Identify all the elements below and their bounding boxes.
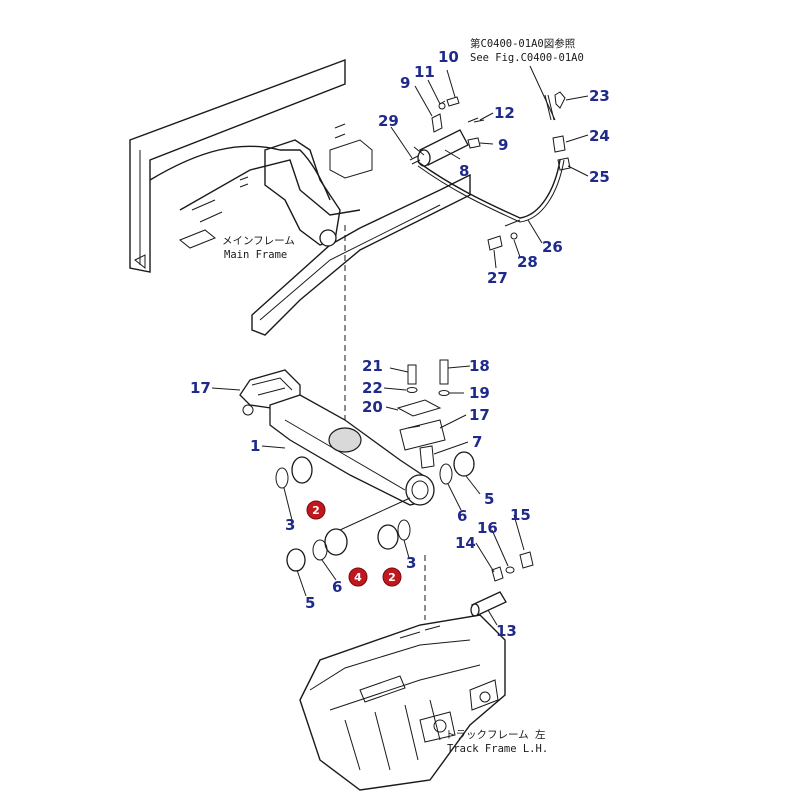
badge-2-upper: 2	[306, 500, 326, 520]
part-label-15: 15	[510, 506, 531, 524]
pin-and-bolt-group	[470, 551, 534, 617]
part-label-8: 8	[459, 162, 469, 180]
part-label-5-right: 5	[484, 490, 494, 508]
part-label-19: 19	[469, 384, 490, 402]
badge-2-upper-text: 2	[312, 504, 320, 517]
part-label-22: 22	[362, 379, 383, 397]
part-label-12: 12	[494, 104, 515, 122]
main-frame-drawing	[129, 58, 471, 336]
bolt-and-bracket-group	[396, 359, 450, 469]
main-frame-label-jp: メインフレーム	[222, 235, 295, 247]
part-label-21: 21	[362, 357, 383, 375]
part-label-1: 1	[250, 437, 260, 455]
reference-leader	[529, 65, 556, 121]
part-label-17-right: 17	[469, 406, 490, 424]
badge-4: 4	[348, 567, 368, 587]
part-label-24: 24	[589, 127, 610, 145]
part-label-18: 18	[469, 357, 490, 375]
reference-note-jp: 第C0400-01A0図参照	[470, 37, 576, 50]
part-label-6-right: 6	[457, 507, 467, 525]
bushing-seal-group	[275, 451, 475, 572]
part-label-7: 7	[472, 433, 482, 451]
part-label-27: 27	[487, 269, 508, 287]
badge-4-text: 4	[354, 571, 362, 584]
part-label-17-left: 17	[190, 379, 211, 397]
part-label-11: 11	[414, 63, 435, 81]
badge-2-lower-text: 2	[388, 571, 396, 584]
part-label-13: 13	[496, 622, 517, 640]
track-frame-drawing	[299, 614, 506, 791]
part-label-9-top: 9	[400, 74, 410, 92]
part-label-3-left: 3	[285, 516, 295, 534]
part-label-3-right: 3	[406, 554, 416, 572]
part-number-labels: 10 11 9 12 29 9 8 23 24 25 26 28 27 21 1…	[190, 48, 610, 640]
part-label-29: 29	[378, 112, 399, 130]
track-frame-label-en: Track Frame L.H.	[447, 743, 548, 755]
part-label-6-left: 6	[332, 578, 342, 596]
track-frame-label-jp: トラックフレーム 左	[445, 728, 546, 741]
part-label-25: 25	[589, 168, 610, 186]
part-label-23: 23	[589, 87, 610, 105]
part-label-28: 28	[517, 253, 538, 271]
part-label-20: 20	[362, 398, 383, 416]
reference-note-en: See Fig.C0400-01A0	[470, 52, 584, 64]
main-frame-label-en: Main Frame	[224, 249, 287, 261]
part-label-16: 16	[477, 519, 498, 537]
part-label-14: 14	[455, 534, 476, 552]
part-label-10: 10	[438, 48, 459, 66]
greaser-assembly	[409, 91, 571, 251]
leader-lines	[211, 69, 589, 626]
part-label-5-left: 5	[305, 594, 315, 612]
part-label-26: 26	[542, 238, 563, 256]
part-label-9-right: 9	[498, 136, 508, 154]
equalizer-bar-drawing	[239, 369, 435, 506]
badge-2-lower: 2	[382, 567, 402, 587]
